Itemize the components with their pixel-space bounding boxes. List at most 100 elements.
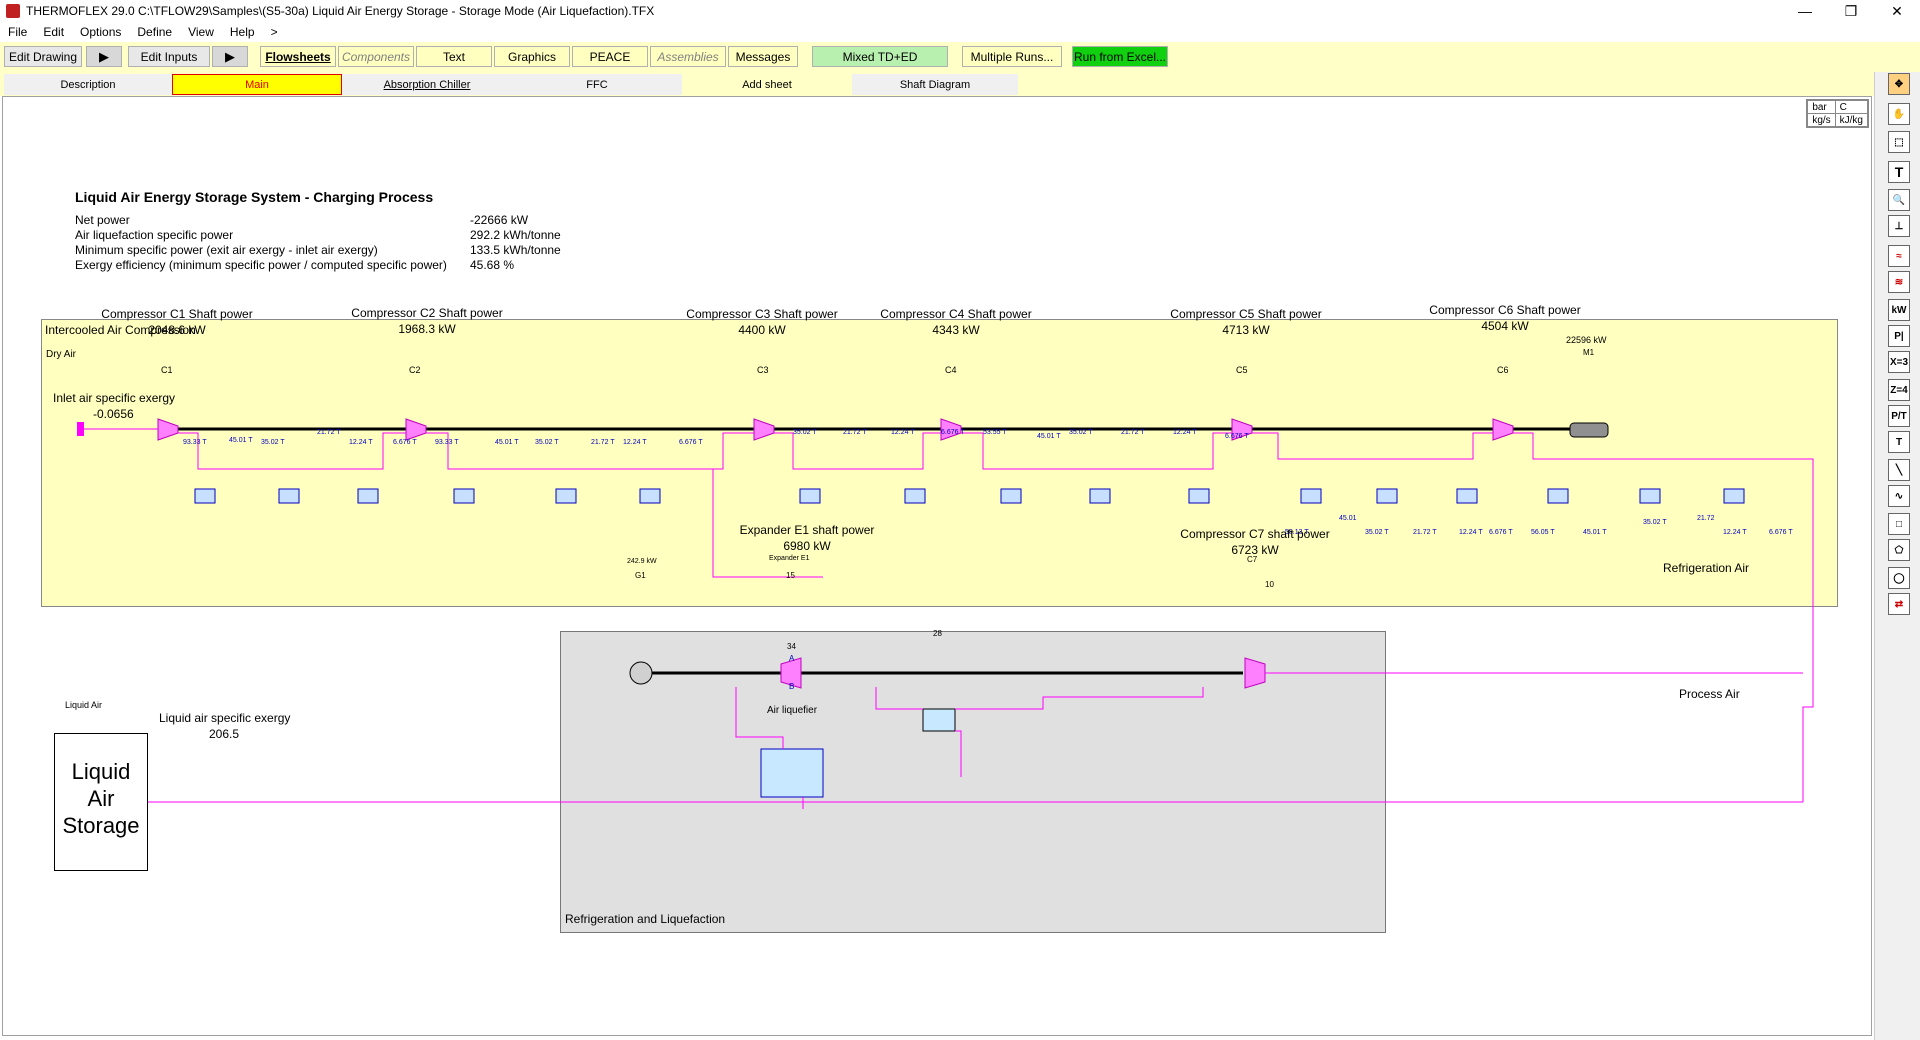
line-tool-icon[interactable]: ╲ [1887,458,1911,482]
compression-section-label: Intercooled Air Compression [45,323,196,337]
assemblies-button[interactable]: Assemblies [650,46,726,67]
hand-icon[interactable]: ✋ [1887,102,1911,126]
hx-icon[interactable] [1300,488,1322,504]
compressor-c3-tag: C3 [757,365,769,375]
peace-button[interactable]: PEACE [572,46,648,67]
compressor-c1[interactable] [157,418,179,441]
hx-icon[interactable] [1639,488,1661,504]
minimize-button[interactable]: — [1798,3,1812,19]
hx-temp: 45.01 [1339,515,1357,522]
curve-tool-icon[interactable]: ∿ [1887,484,1911,508]
hx-icon[interactable] [639,488,661,504]
hx-icon[interactable] [278,488,300,504]
title-bar: THERMOFLEX 29.0 C:\TFLOW29\Samples\(S5-3… [0,0,1920,22]
text-button[interactable]: Text [416,46,492,67]
pan-arrows-icon[interactable]: ✥ [1887,72,1911,96]
flowsheets-button[interactable]: Flowsheets [260,46,336,67]
compressor-c6-tag: C6 [1497,365,1509,375]
hx-temp: 35.02 T [261,439,285,446]
inlet-exergy-value: -0.0656 [93,407,134,421]
compressor-c6[interactable] [1492,418,1514,441]
liquid-air-storage[interactable]: Liquid Air Storage [54,733,148,871]
x3z4-icon[interactable]: Z=4 [1887,378,1911,402]
special-tool-icon[interactable]: ⇄ [1887,592,1911,616]
refrigeration-piping [121,672,1804,809]
tab-ffc[interactable]: FFC [512,74,682,95]
hx-icon[interactable] [1188,488,1210,504]
compressor-c3-power: 4400 kW [738,323,786,337]
pin-icon[interactable]: ⊥ [1887,214,1911,238]
tab-main[interactable]: Main [172,74,342,95]
hx-icon[interactable] [194,488,216,504]
motor-m1[interactable] [1569,422,1609,438]
compressor-c5-tag: C5 [1236,365,1248,375]
hx-icon[interactable] [555,488,577,504]
edit-inputs-button[interactable]: Edit Inputs [128,46,210,67]
select-rect-icon[interactable]: ⬚ [1887,130,1911,154]
graphics-button[interactable]: Graphics [494,46,570,67]
menu-options[interactable]: Options [80,25,122,39]
run-from-excel-button[interactable]: Run from Excel... [1072,46,1168,67]
hx-icon[interactable] [1547,488,1569,504]
menu-more[interactable]: > [270,25,278,39]
menu-view[interactable]: View [188,25,214,39]
text-tool-icon[interactable]: T [1887,160,1911,184]
edit-drawing-arrow-icon[interactable]: ▶ [86,46,122,67]
air-liquefier-hx[interactable] [760,748,824,798]
maximize-button[interactable]: ❐ [1844,2,1858,19]
compressor-c2[interactable] [405,418,427,441]
generator-g1[interactable] [629,661,653,685]
messages-button[interactable]: Messages [728,46,798,67]
hx-28[interactable] [922,708,956,732]
hx-icon[interactable] [1376,488,1398,504]
tab-absorption-chiller[interactable]: Absorption Chiller [342,74,512,95]
zoom-full-icon[interactable]: 🔍 [1887,188,1911,212]
menu-edit[interactable]: Edit [43,25,65,39]
stream-alt-icon[interactable]: ≋ [1887,270,1911,294]
hx-icon[interactable] [357,488,379,504]
tab-description[interactable]: Description [4,74,172,95]
tab-shaft-diagram[interactable]: Shaft Diagram [852,74,1018,95]
hx-icon[interactable] [1723,488,1745,504]
x3-icon[interactable]: X=3 [1887,350,1911,374]
stream-icon[interactable]: ≈ [1887,244,1911,268]
hx-icon[interactable] [799,488,821,504]
hx-icon[interactable] [1000,488,1022,504]
menu-define[interactable]: Define [137,25,173,39]
pm-icon[interactable]: P| [1887,324,1911,348]
hx-icon[interactable] [1089,488,1111,504]
hx-icon[interactable] [904,488,926,504]
summary-row: Minimum specific power (exit air exergy … [75,243,561,258]
multiple-runs-button[interactable]: Multiple Runs... [962,46,1062,67]
kw-icon[interactable]: kW [1887,298,1911,322]
hx-temp: 6.676 T [1225,433,1249,440]
right-toolbar: ✥ ✋ ⬚ T 🔍 ⊥ ≈ ≋ kW P| X=3 Z=4 P/T T ╲ ∿ … [1874,72,1920,1040]
compressor-c7[interactable] [1244,657,1266,689]
edit-inputs-arrow-icon[interactable]: ▶ [212,46,248,67]
hx-b-label: B [789,682,795,691]
menu-help[interactable]: Help [229,25,255,39]
edit-drawing-button[interactable]: Edit Drawing [4,46,82,67]
inlet-exergy-label: Inlet air specific exergy [53,391,176,405]
flowsheet-drawing [77,418,1814,811]
components-button[interactable]: Components [338,46,414,67]
menu-bar: File Edit Options Define View Help > [0,22,1920,42]
rect-tool-icon[interactable]: □ [1887,512,1911,536]
mixed-td-ed-button[interactable]: Mixed TD+ED [812,46,948,67]
hx-icon[interactable] [1456,488,1478,504]
expander-e1[interactable] [780,657,802,689]
compressor-c3[interactable] [753,418,775,441]
tab-add-sheet[interactable]: Add sheet [682,74,852,95]
dry-air-source[interactable] [77,422,84,436]
close-button[interactable]: ✕ [1891,2,1903,19]
text-box-icon[interactable]: T [1887,430,1911,454]
ellipse-tool-icon[interactable]: ◯ [1887,566,1911,590]
p-t-icon[interactable]: P/T [1887,404,1911,428]
polygon-tool-icon[interactable]: ⬠ [1887,538,1911,562]
menu-file[interactable]: File [8,25,28,39]
compression-section[interactable]: Intercooled Air Compression [41,319,1838,607]
air-liquefier-label: Air liquefier [767,705,818,716]
storage-line3: Storage [62,813,140,838]
hx-icon[interactable] [453,488,475,504]
